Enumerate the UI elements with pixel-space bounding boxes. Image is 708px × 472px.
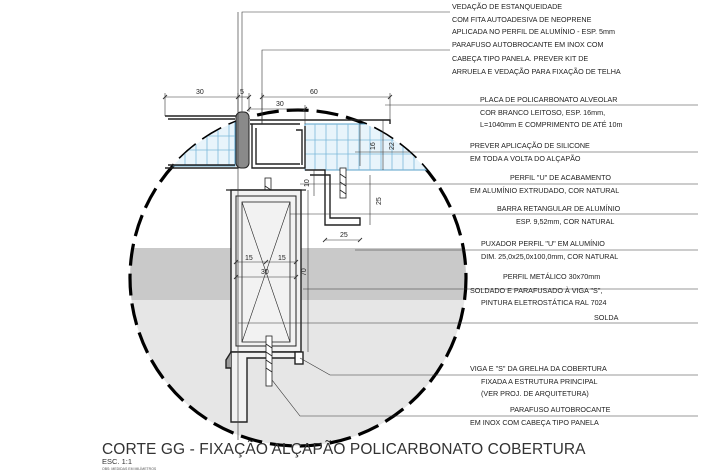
callout-10-line-3: (VER PROJ. DE ARQUITETURA): [481, 389, 589, 398]
callout-5-line-2: EM ALUMÍNIO EXTRUDADO, COR NATURAL: [470, 186, 619, 195]
callout-8-line-1: PERFIL METÁLICO 30x70mm: [503, 272, 600, 281]
metal-profile-30x70: [226, 189, 306, 353]
dim-15-left: 15: [245, 255, 253, 262]
callout-stealing: VEDAÇÃO DE ESTANQUEIDADE COM FITA AUTOAD…: [452, 2, 615, 36]
callout-1-line-2: COM FITA AUTOADESIVA DE NEOPRENE: [452, 15, 592, 24]
drawing-title: CORTE GG - FIXAÇÃO ALÇAPÃO POLICARBONATO…: [102, 441, 586, 458]
dim-30-bottom: 30: [261, 269, 269, 276]
callout-screw-top: PARAFUSO AUTOBROCANTE EM INOX COM CABEÇA…: [452, 40, 621, 76]
callout-2-line-3: ARRUELA E VEDAÇÃO PARA FIXAÇÃO DE TELHA: [452, 67, 621, 76]
callout-6-line-2: ESP. 9,52mm, COR NATURAL: [516, 217, 614, 226]
aluminium-profiles: [165, 115, 391, 226]
callout-7-line-2: DIM. 25,0x25,0x100,0mm, COR NATURAL: [481, 252, 618, 261]
callout-3-line-1: PLACA DE POLICARBONATO ALVEOLAR: [480, 95, 617, 104]
callout-beam: VIGA E "S" DA GRELHA DA COBERTURA FIXADA…: [470, 364, 607, 398]
dim-22: 22: [389, 142, 396, 150]
callout-u-profile: PERFIL "U" DE ACABAMENTO EM ALUMÍNIO EXT…: [470, 173, 619, 195]
callout-puller: PUXADOR PERFIL "U" EM ALUMÍNIO DIM. 25,0…: [481, 239, 618, 261]
callout-7-line-1: PUXADOR PERFIL "U" EM ALUMÍNIO: [481, 239, 605, 248]
callout-3-line-3: L=1040mm E COMPRIMENTO DE ATÉ 10m: [480, 120, 623, 129]
dim-25-vertical: 25: [376, 197, 383, 205]
callout-4-line-2: EM TODA A VOLTA DO ALÇAPÃO: [470, 154, 581, 163]
callout-3-line-2: COR BRANCO LEITOSO, ESP. 16mm,: [480, 108, 605, 117]
detail-circle: [128, 108, 468, 448]
dimension-lines: [164, 93, 391, 352]
callout-screw-bottom: PARAFUSO AUTOBROCANTE EM INOX COM CABEÇA…: [470, 405, 611, 427]
dim-30-left: 30: [196, 89, 204, 96]
dim-70: 70: [301, 268, 308, 276]
dim-60: 60: [310, 89, 318, 96]
neoprene-gasket: [235, 111, 250, 169]
callout-1-line-3: APLICADA NO PERFIL DE ALUMÍNIO - ESP. 5m…: [452, 27, 615, 36]
callout-1-line-1: VEDAÇÃO DE ESTANQUEIDADE: [452, 2, 562, 11]
dim-30-mid: 30: [276, 101, 284, 108]
callout-2-line-1: PARAFUSO AUTOBROCANTE EM INOX COM: [452, 40, 604, 49]
leader-lines: [238, 11, 698, 417]
drawing-scale: ESC. 1:1: [102, 457, 132, 466]
dim-10: 10: [304, 179, 311, 187]
callout-5-line-1: PERFIL "U" DE ACABAMENTO: [510, 173, 611, 182]
callout-11-line-2: EM INOX COM CABEÇA TIPO PANELA: [470, 418, 599, 427]
dim-25-horizontal: 25: [340, 232, 348, 239]
callout-6-line-1: BARRA RETANGULAR DE ALUMÍNIO: [497, 204, 621, 213]
dim-16: 16: [370, 142, 377, 150]
callout-bar: BARRA RETANGULAR DE ALUMÍNIO ESP. 9,52mm…: [497, 204, 621, 226]
callout-11-line-1: PARAFUSO AUTOBROCANTE: [510, 405, 611, 414]
callout-9-line-1: SOLDA: [594, 313, 619, 322]
callout-polycarbonate: PLACA DE POLICARBONATO ALVEOLAR COR BRAN…: [480, 95, 623, 129]
callout-weld: SOLDA: [594, 313, 619, 322]
callout-8-line-3: PINTURA ELETROSTÁTICA RAL 7024: [481, 298, 607, 307]
callout-4-line-1: PREVER APLICAÇÃO DE SILICONE: [470, 141, 590, 150]
drawing-units-note: OBS: MEDIDAS EM MILÍMETROS: [102, 467, 157, 471]
callout-silicone: PREVER APLICAÇÃO DE SILICONE EM TODA A V…: [470, 141, 590, 163]
callout-10-line-2: FIXADA A ESTRUTURA PRINCIPAL: [481, 377, 598, 386]
callout-10-line-1: VIGA E "S" DA GRELHA DA COBERTURA: [470, 364, 607, 373]
dim-15-right: 15: [278, 255, 286, 262]
screw-bottom: [265, 335, 273, 387]
polycarbonate-panel-left: [130, 119, 236, 167]
callout-8-line-2: SOLDADO E PARAFUSADO À VIGA "S",: [470, 286, 602, 295]
callout-2-line-2: CABEÇA TIPO PANELA. PREVER KIT DE: [452, 54, 588, 63]
callout-metal-profile: PERFIL METÁLICO 30x70mm SOLDADO E PARAFU…: [470, 272, 607, 307]
